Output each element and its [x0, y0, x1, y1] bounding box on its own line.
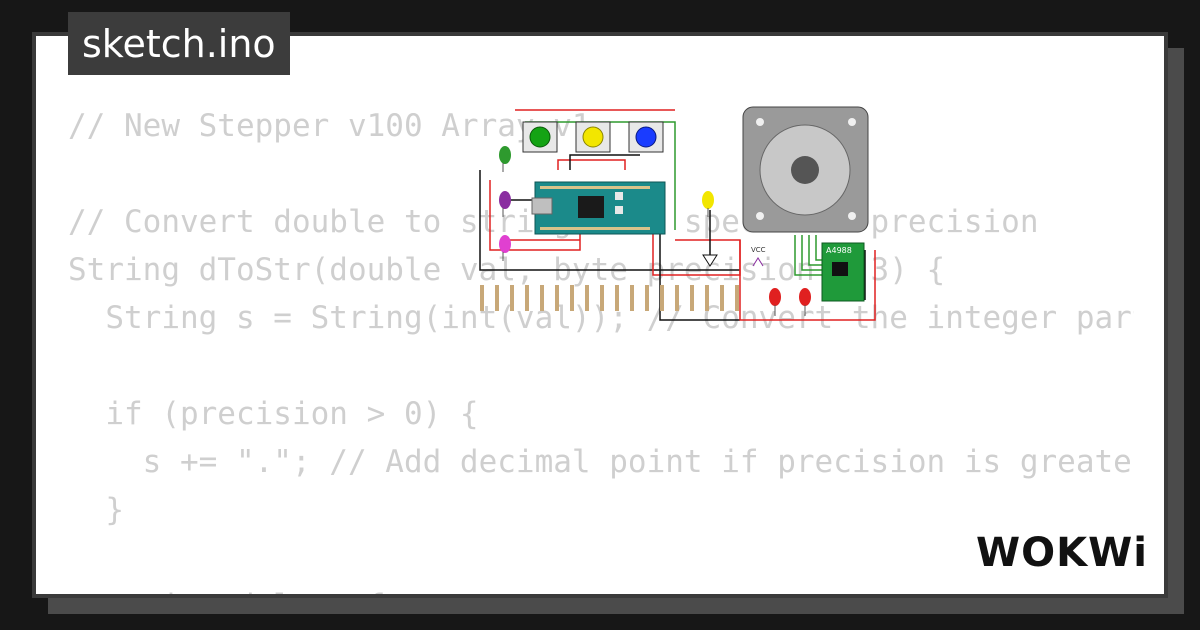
led-green[interactable]: [499, 146, 511, 172]
arduino-nano[interactable]: [531, 181, 666, 235]
code-line-6: [68, 342, 1134, 390]
code-line-5: String s = String(int(val)); // Convert …: [68, 300, 1134, 336]
code-line-7: if (precision > 0) {: [68, 396, 479, 432]
file-tab-label: sketch.ino: [82, 21, 276, 66]
wokwi-logo: WOKWi: [976, 530, 1148, 576]
code-line-4: String dToStr(double val, byte precision…: [68, 252, 946, 288]
push-button-yellow[interactable]: [575, 121, 611, 153]
resistor-array[interactable]: [480, 285, 739, 311]
code-line-8: s += "."; // Add decimal point if precis…: [68, 444, 1134, 480]
ground-symbol: [702, 254, 718, 267]
wires: [479, 109, 876, 321]
code-line-10: [68, 534, 1134, 582]
code-line-9: }: [68, 492, 124, 528]
file-tab[interactable]: sketch.ino: [68, 12, 290, 75]
logo-text: WOKWi: [976, 530, 1148, 576]
code-background: // New Stepper v100 Array v1// Convert d…: [68, 102, 1134, 594]
push-button-blue[interactable]: [628, 121, 664, 153]
circuit-diagram[interactable]: VCC: [470, 100, 890, 330]
push-button-green[interactable]: [522, 121, 558, 153]
code-line-11: unsigned long frac;: [68, 582, 1134, 594]
driver-label: A4988: [826, 246, 852, 255]
led-yellow[interactable]: [702, 191, 714, 217]
vcc-symbol: VCC: [751, 246, 766, 267]
led-magenta[interactable]: [499, 235, 511, 261]
a4988-driver[interactable]: A4988: [821, 242, 865, 302]
led-purple[interactable]: [499, 191, 511, 217]
code-line-1: // New Stepper v100 Array v1: [68, 108, 591, 144]
led-red-2[interactable]: [799, 288, 811, 316]
vcc-label: VCC: [751, 246, 766, 254]
stepper-motor[interactable]: [742, 106, 869, 233]
led-red-1[interactable]: [769, 288, 781, 316]
